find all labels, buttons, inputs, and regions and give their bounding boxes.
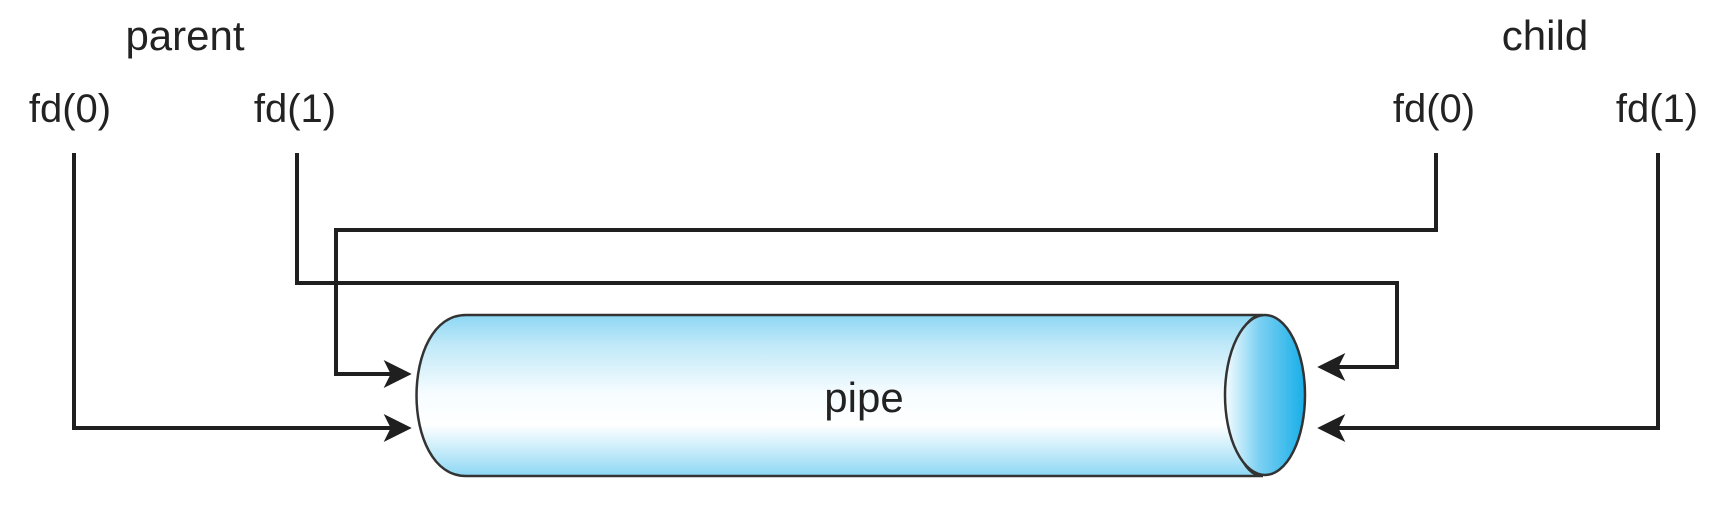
parent-read-fd-label: fd(0) (29, 87, 111, 131)
pipe-label: pipe (824, 374, 903, 421)
parent-write-connection (295, 153, 1399, 381)
parent-read-connection (72, 153, 412, 442)
parent-write-fd-label: fd(1) (254, 87, 336, 131)
pipe-end (1223, 313, 1307, 477)
child-read-fd-label: fd(0) (1393, 87, 1475, 131)
child-read-connection (334, 153, 1438, 388)
pipe-cylinder: pipe (415, 313, 1307, 478)
parent-title: parent (125, 12, 244, 59)
child-write-connection (1317, 153, 1660, 442)
child-write-fd-label: fd(1) (1616, 87, 1698, 131)
child-title: child (1502, 12, 1588, 59)
